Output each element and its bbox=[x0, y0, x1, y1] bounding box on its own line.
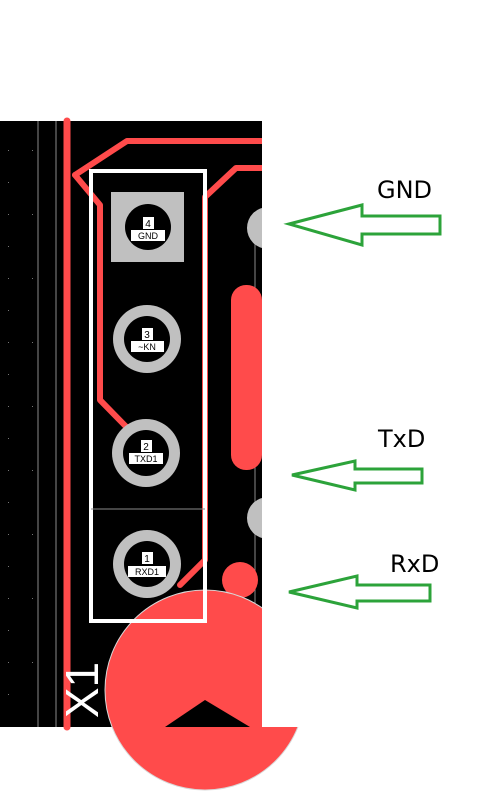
pin-net-label: RXD1 bbox=[135, 567, 159, 577]
left-arrow-outline-icon bbox=[288, 574, 432, 610]
copper-slot bbox=[231, 285, 262, 470]
left-arrow-outline-icon bbox=[291, 459, 424, 492]
pin-number: 2 bbox=[143, 442, 149, 453]
pin-number: 3 bbox=[144, 330, 150, 341]
callout-label-rxd: RxD bbox=[390, 550, 440, 578]
pin-3[interactable]: 3 ~KN bbox=[113, 305, 181, 373]
callout-label-txd: TxD bbox=[378, 425, 426, 453]
board-grid bbox=[8, 150, 33, 695]
board-clip-2 bbox=[262, 121, 489, 727]
copper-blob bbox=[222, 562, 258, 598]
pin-2[interactable]: 2 TXD1 bbox=[112, 419, 180, 487]
connector-silkscreen bbox=[89, 169, 207, 623]
pin-net-label: ~KN bbox=[138, 342, 156, 352]
pin-number: 4 bbox=[145, 219, 151, 230]
pin-4[interactable]: 4 GND bbox=[111, 192, 184, 262]
left-arrow-outline-icon bbox=[283, 203, 442, 247]
pin-net-label: GND bbox=[138, 231, 159, 241]
pin-net-label: TXD1 bbox=[134, 454, 157, 464]
copper-pad-large bbox=[105, 590, 305, 790]
pin-1[interactable]: 1 RXD1 bbox=[113, 530, 181, 598]
callout-label-gnd: GND bbox=[377, 176, 433, 204]
board-cutout bbox=[165, 700, 250, 727]
pin-number: 1 bbox=[144, 554, 150, 565]
component-designator: X1 bbox=[56, 662, 108, 718]
copper-traces bbox=[63, 117, 265, 731]
